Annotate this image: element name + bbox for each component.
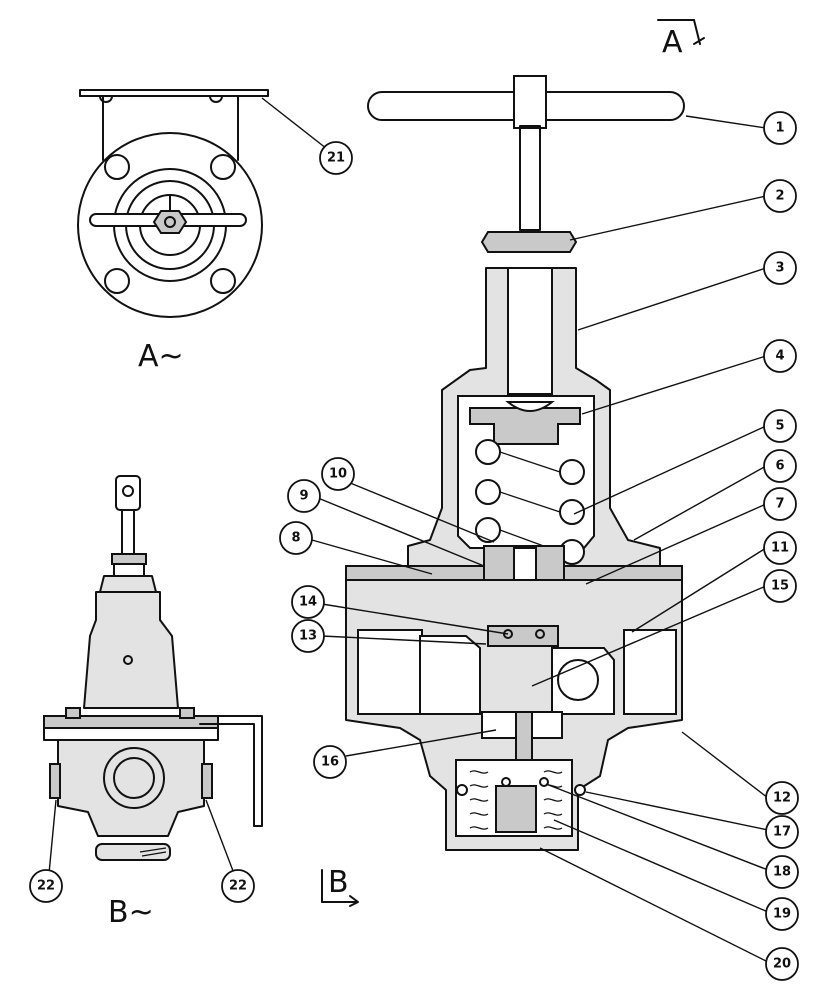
callout-9: 9 (287, 479, 321, 513)
svg-text:1: 1 (775, 121, 784, 136)
callout-19: 19 (765, 897, 799, 931)
svg-text:12: 12 (773, 791, 791, 806)
view-b-drawing (43, 475, 263, 861)
svg-text:21: 21 (327, 151, 345, 166)
callout-22-right: 22 (221, 869, 255, 903)
section-view-drawing (345, 75, 685, 851)
callout-20: 20 (765, 947, 799, 981)
callout-17: 17 (765, 815, 799, 849)
svg-text:2: 2 (775, 189, 784, 204)
callout-6: 6 (763, 449, 797, 483)
view-a-drawing (77, 89, 269, 318)
svg-text:16: 16 (321, 755, 339, 770)
callout-12: 12 (765, 781, 799, 815)
callout-13: 13 (291, 619, 325, 653)
callout-11: 11 (763, 531, 797, 565)
svg-text:5: 5 (775, 419, 784, 434)
svg-text:3: 3 (775, 261, 784, 276)
callout-2: 2 (763, 179, 797, 213)
svg-text:22: 22 (37, 879, 55, 894)
section-mark-a: A (657, 19, 705, 60)
callout-3: 3 (763, 251, 797, 285)
callout-15: 15 (763, 569, 797, 603)
callout-22-left: 22 (29, 869, 63, 903)
svg-text:6: 6 (775, 459, 784, 474)
view-b-label: B~ (108, 895, 154, 930)
callout-8: 8 (279, 521, 313, 555)
svg-text:B: B (328, 865, 349, 900)
callout-10: 10 (321, 457, 355, 491)
svg-text:7: 7 (775, 497, 784, 512)
svg-text:9: 9 (299, 489, 308, 504)
callout-21: 21 (319, 141, 353, 175)
callout-5: 5 (763, 409, 797, 443)
svg-text:18: 18 (773, 865, 791, 880)
svg-text:19: 19 (773, 907, 791, 922)
svg-text:10: 10 (329, 467, 347, 482)
section-mark-b: B (321, 865, 359, 907)
callout-18: 18 (765, 855, 799, 889)
view-a-label: A~ (138, 339, 184, 374)
svg-text:14: 14 (299, 595, 317, 610)
callout-14: 14 (291, 585, 325, 619)
svg-text:8: 8 (291, 531, 300, 546)
callout-16: 16 (313, 745, 347, 779)
leader-lines (47, 97, 769, 963)
svg-text:22: 22 (229, 879, 247, 894)
svg-text:15: 15 (771, 579, 789, 594)
callout-7: 7 (763, 487, 797, 521)
svg-text:4: 4 (775, 349, 784, 364)
svg-text:11: 11 (771, 541, 789, 556)
callout-4: 4 (763, 339, 797, 373)
svg-text:20: 20 (773, 957, 791, 972)
svg-text:13: 13 (299, 629, 317, 644)
svg-text:A: A (662, 25, 683, 60)
svg-text:17: 17 (773, 825, 791, 840)
callout-1: 1 (763, 111, 797, 145)
